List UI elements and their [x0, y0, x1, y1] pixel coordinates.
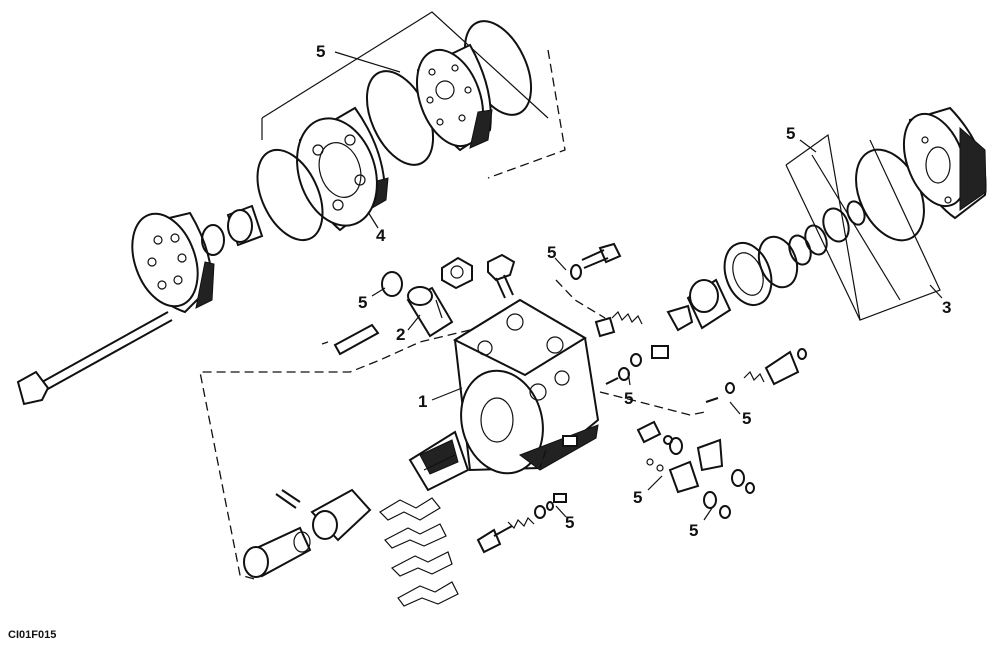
callout-2: 2 — [396, 325, 405, 344]
callout-5-detent: 5 — [624, 389, 633, 408]
callout-1-label: 1 — [418, 392, 427, 411]
assembly-path-right — [599, 391, 706, 416]
callout-3: 3 — [942, 298, 951, 317]
name-plate — [321, 323, 380, 356]
plug-bolt — [487, 253, 516, 299]
seal-ring-3 — [822, 207, 850, 243]
sleeve — [310, 488, 372, 542]
callout-5-cluster-a: 5 — [633, 488, 642, 507]
callout-5-top: 5 — [316, 42, 325, 61]
spacer — [226, 204, 264, 247]
callout-5-right: 5 — [742, 409, 751, 428]
drive-shaft — [243, 526, 312, 578]
o-ring-valve-5 — [381, 271, 403, 297]
assembly-path-cap — [555, 279, 606, 319]
assembly-path-left — [199, 329, 471, 581]
end-cap-right — [902, 106, 987, 220]
leader-lines — [334, 51, 943, 521]
callout-5-left: 5 — [358, 293, 367, 312]
centering-pin — [275, 489, 301, 509]
small-o-ring — [201, 224, 225, 256]
callout-5-cluster-b: 5 — [689, 521, 698, 540]
gerotor-set — [296, 106, 389, 232]
check-valve-nut — [441, 256, 473, 290]
assembly-path-bottom — [539, 449, 547, 469]
bottom-check-valve — [476, 493, 567, 554]
valve-plate — [416, 43, 493, 152]
small-o-ring-cap — [570, 264, 582, 280]
end-plate — [131, 211, 215, 314]
callout-1: 1 — [418, 387, 463, 411]
spool — [408, 430, 470, 492]
callout-5-right-top: 5 — [786, 124, 795, 143]
o-ring-upper-1 — [256, 148, 324, 242]
check-valve-cluster — [636, 420, 755, 519]
assembly-path-upper — [487, 49, 566, 179]
bracket-3 — [785, 133, 941, 321]
figure-id: CI01F015 — [8, 629, 57, 641]
cap-screw — [581, 242, 622, 269]
flange-adapter — [666, 278, 732, 332]
centering-springs — [379, 497, 459, 607]
relief-plug — [594, 316, 616, 338]
relief-valve-cartridge — [406, 286, 454, 338]
thrust-washer — [757, 235, 799, 289]
seal-ring-1 — [788, 234, 812, 266]
adjuster-assembly — [705, 348, 807, 403]
long-bolt — [16, 311, 173, 406]
callout-5-cap: 5 — [547, 243, 556, 262]
housing — [452, 298, 600, 475]
relief-spring — [611, 310, 643, 325]
detent-pin — [605, 345, 669, 385]
seal-ring-2 — [804, 224, 828, 256]
callout-5-bottom: 5 — [565, 513, 574, 532]
callout-4: 4 — [376, 226, 386, 245]
upper-bracket — [261, 11, 549, 140]
